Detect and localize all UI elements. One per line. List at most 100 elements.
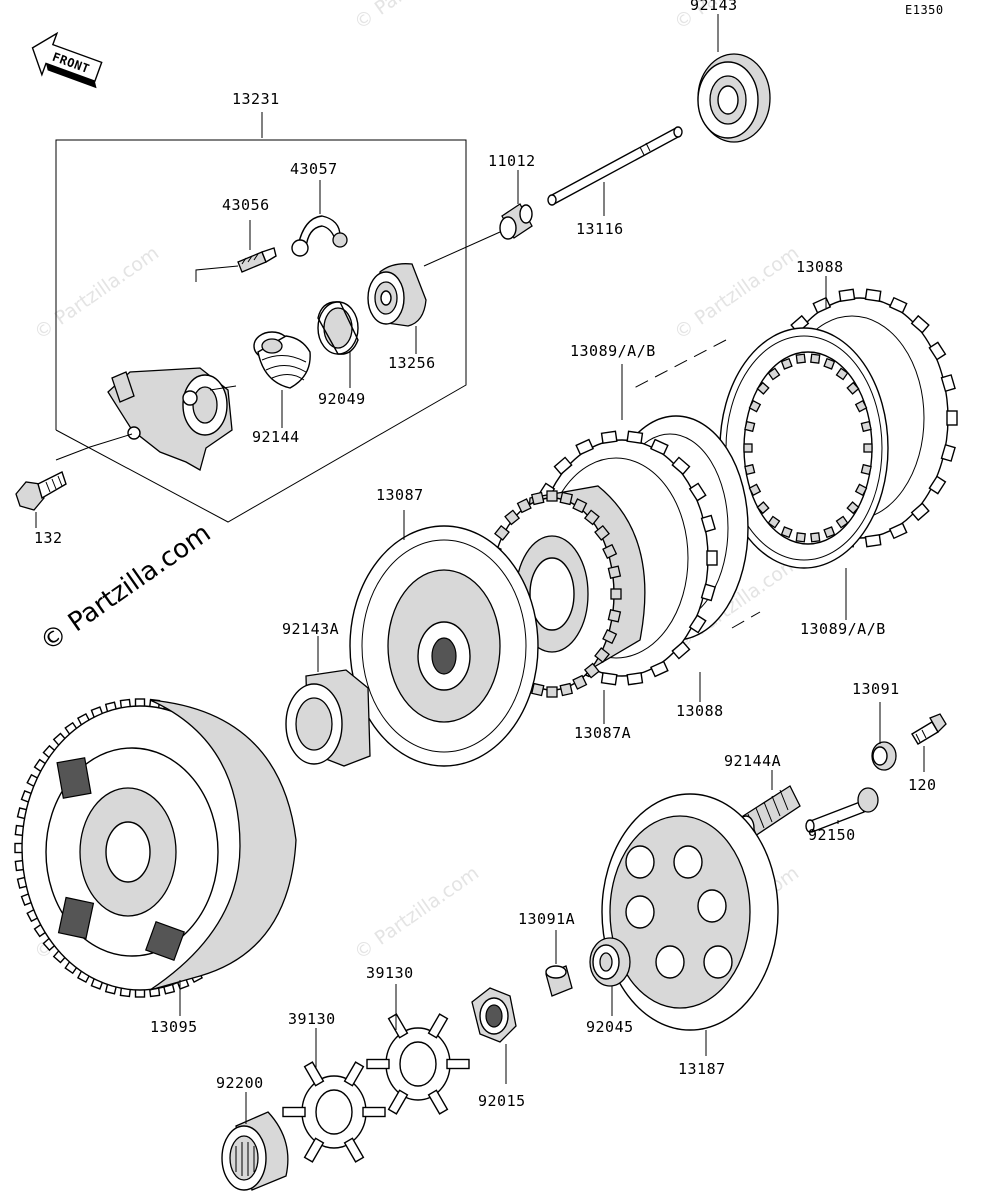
part-label-39130-left[interactable]: 39130 [288,1010,336,1028]
part-label-13091[interactable]: 13091 [852,680,900,698]
cap-43057 [291,215,348,257]
inner-spline [756,381,770,395]
plate-tab [626,430,644,444]
hub-spline [572,674,588,690]
part-label-13088-bottom[interactable]: 13088 [676,702,724,720]
plate-tab [946,410,958,426]
part-label-13088-top[interactable]: 13088 [796,258,844,276]
bushing-11012 [499,203,533,240]
inner-spline [854,399,868,413]
plate-tab [928,341,947,361]
part-label-13087A[interactable]: 13087A [574,724,631,742]
part-label-92143A[interactable]: 92143A [282,620,339,638]
sleeve-92200 [221,1111,289,1191]
plate-tab [928,475,947,495]
hub-spline [594,524,610,541]
part-label-13089-right[interactable]: 13089/A/B [800,620,886,638]
pushrod-13116 [547,126,683,206]
washer-tab [303,1061,325,1087]
inner-spline [780,526,793,539]
part-label-13091A[interactable]: 13091A [518,910,575,928]
part-label-43056[interactable]: 43056 [222,196,270,214]
washer-tab [387,1013,409,1039]
plate-tab [650,660,669,678]
hub-spline [607,609,622,623]
part-label-13231[interactable]: 13231 [232,90,280,108]
plate-tab [671,456,691,476]
plate-tab [671,640,691,660]
part-label-92144[interactable]: 92144 [252,428,300,446]
part-label-92015[interactable]: 92015 [478,1092,526,1110]
plate-tab [706,550,718,566]
part-label-43057[interactable]: 43057 [290,160,338,178]
part-label-13116[interactable]: 13116 [576,220,624,238]
plate-tab [575,438,594,456]
hub-spline [607,565,622,579]
part-label-13095[interactable]: 13095 [150,1018,198,1036]
washer-tab [282,1106,306,1118]
hub-spline [494,524,510,541]
part-label-92045[interactable]: 92045 [586,1018,634,1036]
plate-tab [688,614,707,634]
lock-washer-39130-left [282,1061,386,1163]
bolt-120 [911,713,947,745]
inner-spline [823,357,836,370]
diagram-code: E1350 [905,3,944,17]
inner-spline [795,353,806,364]
nut-92015 [471,987,517,1043]
plate-tab [940,374,956,393]
washer-hole [399,1041,437,1087]
collar-92143A [285,669,371,767]
plate-tab [650,438,669,456]
inner-spline [860,420,872,433]
part-label-132[interactable]: 132 [34,529,63,547]
inner-spline [767,515,781,529]
hub-spline [572,498,588,514]
front-arrow-icon: FRONT [31,31,103,89]
hub-spline [516,498,532,514]
washer-hole [315,1089,353,1135]
part-label-92143[interactable]: 92143 [690,0,738,14]
seal-92049 [317,301,359,355]
hub-spline [594,647,610,664]
part-label-13187[interactable]: 13187 [678,1060,726,1078]
boot-92144 [253,331,311,389]
watermark: © Partzilla.com [350,862,483,964]
plate-tab [838,288,856,302]
plate-tab [600,430,618,444]
inner-spline [756,501,770,515]
part-label-39130-right[interactable]: 39130 [366,964,414,982]
washer-tab [362,1106,386,1118]
plate-tab [553,456,573,476]
part-label-92144A[interactable]: 92144A [724,752,781,770]
part-label-92049[interactable]: 92049 [318,390,366,408]
inner-spline [860,463,872,476]
washer-tab [427,1089,449,1115]
assembly-bracket [55,112,467,523]
part-label-120[interactable]: 120 [908,776,937,794]
part-label-11012[interactable]: 11012 [488,152,536,170]
bleeder-43056 [237,247,277,273]
part-label-92200[interactable]: 92200 [216,1074,264,1092]
inner-spline [846,501,860,515]
part-label-13256[interactable]: 13256 [388,354,436,372]
plate-tab [864,534,882,548]
clutch-housing-13095 [14,698,297,998]
part-label-13089-mid[interactable]: 13089/A/B [570,342,656,360]
inner-spline [846,381,860,395]
plate-tab [888,522,908,540]
plate-tab [600,672,618,686]
inner-spline [835,515,849,529]
hub-spline [583,662,600,679]
hub-spline [546,490,558,502]
inner-spline [744,420,756,433]
plate-tab [888,296,908,314]
hub-spline [583,509,600,526]
release-cylinder [107,367,233,471]
part-label-13087[interactable]: 13087 [376,486,424,504]
inner-spline [810,353,821,364]
plate-tab [864,288,882,302]
part-label-92150[interactable]: 92150 [808,826,856,844]
hub-spline [504,509,521,526]
